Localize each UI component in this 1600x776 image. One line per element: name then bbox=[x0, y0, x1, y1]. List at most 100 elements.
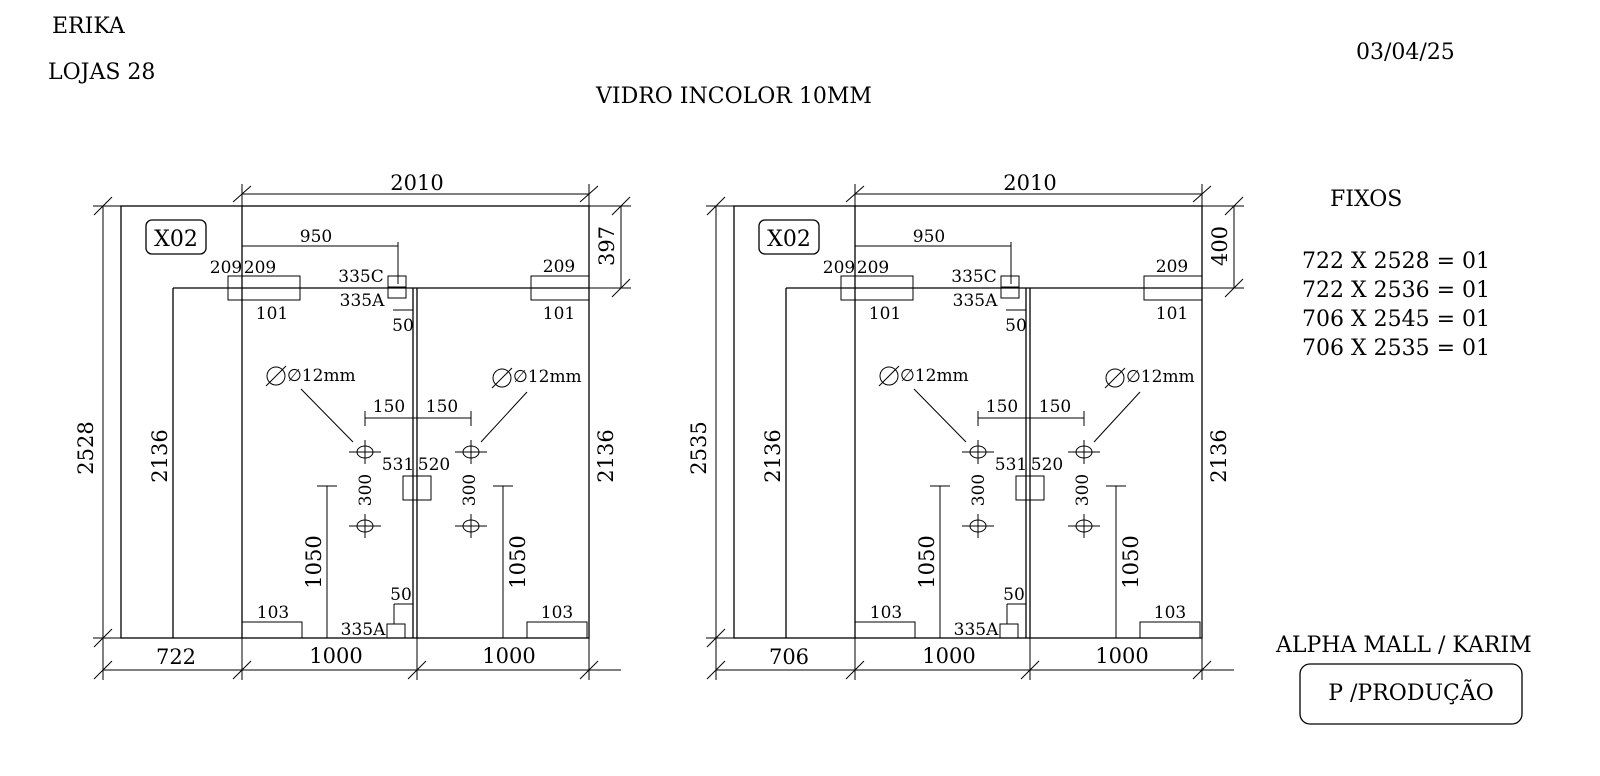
bottom-lock-fitting bbox=[386, 623, 406, 639]
hole-symbol-slash bbox=[265, 365, 287, 387]
label-103-b: 103 bbox=[541, 603, 573, 623]
label-101-a: 101 bbox=[256, 304, 288, 324]
fixos-title: FIXOS bbox=[1330, 187, 1402, 212]
label-150-b: 150 bbox=[1039, 397, 1071, 417]
label-1050-a: 1050 bbox=[302, 535, 326, 588]
tick bbox=[232, 185, 252, 203]
hole-symbol-slash bbox=[1104, 367, 1126, 389]
label-1050-b: 1050 bbox=[1119, 535, 1143, 588]
hole-bottom-left bbox=[962, 514, 994, 538]
tick bbox=[706, 660, 726, 680]
panel-tag: X02 bbox=[154, 227, 198, 252]
production-stamp: P /PRODUÇÃO bbox=[1328, 678, 1494, 706]
label-101-a: 101 bbox=[869, 304, 901, 324]
top-patch-fitting-left bbox=[227, 275, 301, 301]
inner-left-height-label: 2136 bbox=[761, 429, 785, 482]
tick bbox=[232, 660, 252, 680]
tick bbox=[1192, 185, 1212, 203]
tick bbox=[845, 660, 865, 680]
fixos-item: 722 X 2528 = 01 bbox=[1302, 249, 1490, 274]
label-209-c: 209 bbox=[543, 257, 575, 277]
outer-frame bbox=[733, 205, 1203, 639]
tick bbox=[93, 660, 113, 680]
door-right-width-label: 1000 bbox=[1095, 644, 1148, 668]
fixos-item: 722 X 2536 = 01 bbox=[1302, 278, 1490, 303]
client-name: ERIKA bbox=[52, 14, 125, 39]
offset-950-label: 950 bbox=[913, 227, 945, 247]
inner-left-height-label: 2136 bbox=[148, 429, 172, 482]
tick bbox=[1224, 278, 1244, 298]
panel-tag-box bbox=[145, 219, 207, 255]
label-1050-b: 1050 bbox=[506, 535, 530, 588]
glass-panel-drawing-1: X02 2010 397 2528 2136 2136 bbox=[74, 171, 631, 680]
top-height-label: 397 bbox=[595, 226, 619, 266]
label-50-bottom: 50 bbox=[1003, 585, 1025, 605]
fixos-list: FIXOS 722 X 2528 = 01 722 X 2536 = 01 70… bbox=[1302, 187, 1490, 361]
inner-right-height-label: 2136 bbox=[594, 429, 618, 482]
label-300-a: 300 bbox=[969, 474, 989, 506]
top-patch-fitting-right bbox=[530, 275, 590, 301]
center-handle-fitting bbox=[1015, 475, 1045, 501]
top-patch-fitting-left bbox=[840, 275, 914, 301]
hole-symbol-slash bbox=[491, 367, 513, 389]
fixed-width-label: 722 bbox=[156, 645, 196, 669]
label-50-bottom: 50 bbox=[390, 585, 412, 605]
door-left-width-label: 1000 bbox=[922, 644, 975, 668]
hole-top-right bbox=[1068, 440, 1100, 464]
label-335a-top: 335A bbox=[340, 291, 385, 311]
top-patch-fitting-right bbox=[1143, 275, 1203, 301]
label-335c: 335C bbox=[951, 267, 996, 287]
tick bbox=[1192, 660, 1212, 680]
bottom-lock-fitting bbox=[999, 623, 1019, 639]
panel-tag: X02 bbox=[767, 227, 811, 252]
label-103-b: 103 bbox=[1154, 603, 1186, 623]
tick bbox=[579, 185, 599, 203]
label-335a-bottom: 335A bbox=[341, 620, 386, 640]
label-50-top: 50 bbox=[1005, 316, 1027, 336]
hole-symbol-slash bbox=[878, 365, 900, 387]
leader-right bbox=[480, 391, 528, 443]
inner-right-height-label: 2136 bbox=[1207, 429, 1231, 482]
label-300-b: 300 bbox=[460, 474, 480, 506]
hole-top-right bbox=[455, 440, 487, 464]
hole-top-left bbox=[349, 440, 381, 464]
material-title: VIDRO INCOLOR 10MM bbox=[596, 84, 872, 109]
label-50-top: 50 bbox=[392, 316, 414, 336]
tick bbox=[611, 196, 631, 216]
hole-bottom-left bbox=[349, 514, 381, 538]
label-150-a: 150 bbox=[373, 397, 405, 417]
label-335c: 335C bbox=[338, 267, 383, 287]
leader-right bbox=[1093, 391, 1141, 443]
panel-tag-box bbox=[758, 219, 820, 255]
label-300-a: 300 bbox=[356, 474, 376, 506]
hole-symbol-right bbox=[492, 368, 512, 388]
door-right-width-label: 1000 bbox=[482, 644, 535, 668]
drawings: X02 2010 397 2528 2136 2136 bbox=[74, 171, 1244, 680]
center-handle-fitting bbox=[402, 475, 432, 501]
label-520: 520 bbox=[1031, 455, 1063, 475]
hole-left-label: ∅12mm bbox=[900, 366, 969, 386]
hole-symbol-left bbox=[266, 366, 286, 386]
bottom-patch-fitting-right bbox=[1139, 621, 1201, 639]
fixed-width-label: 706 bbox=[769, 645, 809, 669]
label-103-a: 103 bbox=[257, 603, 289, 623]
label-209-b: 209 bbox=[857, 258, 889, 278]
label-209-b: 209 bbox=[244, 258, 276, 278]
hole-symbol-left bbox=[879, 366, 899, 386]
fixos-item: 706 X 2545 = 01 bbox=[1302, 307, 1490, 332]
hole-top-left bbox=[962, 440, 994, 464]
label-335a-bottom: 335A bbox=[954, 620, 999, 640]
label-209-a: 209 bbox=[210, 258, 242, 278]
label-1050-a: 1050 bbox=[915, 535, 939, 588]
bottom-patch-fitting-left bbox=[241, 621, 303, 639]
bottom-patch-fitting-right bbox=[526, 621, 588, 639]
store-label: LOJAS 28 bbox=[48, 60, 156, 85]
fixos-item: 706 X 2535 = 01 bbox=[1302, 336, 1490, 361]
tick bbox=[1224, 196, 1244, 216]
label-335a-top: 335A bbox=[953, 291, 998, 311]
label-103-a: 103 bbox=[870, 603, 902, 623]
leader-left bbox=[300, 388, 354, 443]
top-height-label: 400 bbox=[1208, 226, 1232, 266]
tick bbox=[579, 660, 599, 680]
